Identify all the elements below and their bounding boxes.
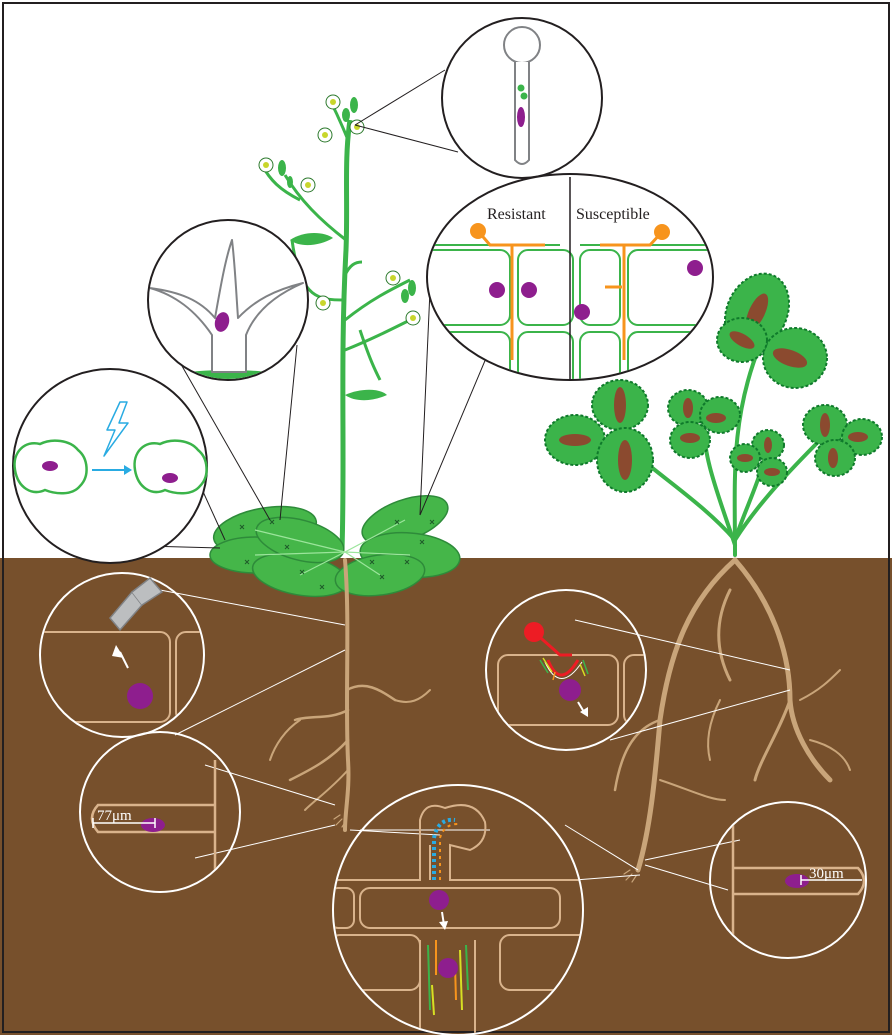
nucleus: [141, 818, 165, 832]
soil-background: [0, 558, 892, 1035]
inset-fungal-penetration: Resistant Susceptible: [426, 173, 714, 381]
nucleus: [127, 683, 153, 709]
susceptible-nucleus-1: [574, 304, 590, 320]
cell-after: [133, 439, 208, 495]
inset-root-hair-growth: [332, 784, 584, 1035]
inset-light-response: [12, 368, 208, 564]
nucleus-after: [162, 473, 178, 483]
flower-cluster-right: [315, 270, 421, 326]
label-susceptible: Susceptible: [576, 206, 650, 223]
resistant-nucleus-1: [489, 282, 505, 298]
flower-cluster-left: [258, 157, 316, 193]
inset-root-hair-77: 77μm: [79, 731, 241, 893]
cell-before: [13, 439, 88, 495]
arabidopsis-plant: [209, 94, 461, 832]
nucleus: [438, 958, 458, 978]
microtubules: [432, 817, 456, 880]
rosette-leaves: [209, 494, 461, 598]
nucleus: [429, 890, 449, 910]
scale-bar-77: [92, 818, 156, 828]
lightning-icon: [103, 401, 129, 457]
nucleus: [559, 679, 581, 701]
sperm-cell: [517, 84, 525, 92]
strawberry-plant: [544, 272, 883, 883]
susceptible-nucleus-2: [687, 260, 703, 276]
nucleus: [785, 874, 809, 888]
main-stem: [339, 119, 353, 551]
label-resistant: Resistant: [487, 206, 546, 223]
inset-trichome: [147, 219, 309, 381]
inset-root-hair-30: 30μm: [709, 801, 867, 959]
inset-root-infection: [485, 589, 647, 751]
cauline-leaf: [345, 389, 387, 401]
strawberry-leaflet: [544, 272, 883, 493]
vegetative-nucleus: [517, 107, 525, 127]
strawberry-roots: [613, 557, 851, 883]
cauline-leaf: [290, 233, 333, 246]
scale-bar-30: [800, 875, 862, 885]
nucleus-before: [42, 461, 58, 471]
sperm-cell: [520, 92, 528, 100]
inset-microneedle: [39, 572, 205, 738]
flower-cluster-top: [317, 94, 365, 143]
label-30um: 30μm: [809, 866, 844, 882]
resistant-nucleus-2: [521, 282, 537, 298]
label-77um: 77μm: [97, 808, 132, 824]
trichome-nucleus: [214, 312, 230, 332]
arabidopsis-roots: [269, 558, 431, 832]
inset-pollen-tube: [441, 17, 603, 179]
